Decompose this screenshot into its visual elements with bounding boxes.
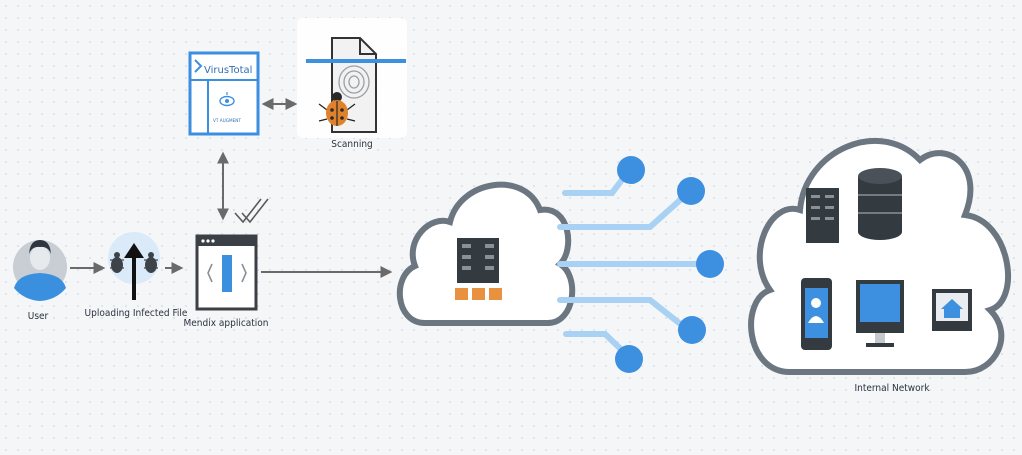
virustotal-augment: VT AUGMENT <box>213 118 241 123</box>
user-avatar-icon <box>13 240 67 301</box>
phone-icon <box>801 278 832 350</box>
virustotal-brand: VirusTotal <box>204 65 252 76</box>
virustotal-logo-icon <box>188 51 260 136</box>
network-cloud-icon <box>748 137 1012 375</box>
double-check-mark-icon <box>234 198 269 224</box>
database-icon <box>858 168 902 240</box>
scanning-label: Scanning <box>331 139 373 150</box>
document-fingerprint-bug-icon <box>297 18 407 138</box>
server-icon <box>806 188 839 243</box>
monitor-icon <box>856 280 904 347</box>
internal-network-label: Internal Network <box>854 383 930 394</box>
app-window-icon <box>195 234 258 311</box>
user-label: User <box>27 311 49 322</box>
cloud-server-icon <box>396 181 576 326</box>
connector-nodes <box>615 156 724 373</box>
upload-label: Uploading Infected File <box>84 308 188 319</box>
ladybug-icon <box>318 92 356 126</box>
upload-bugs-icon <box>108 232 160 300</box>
laptop-home-icon <box>932 289 972 331</box>
mendix-label: Mendix application <box>183 318 269 329</box>
